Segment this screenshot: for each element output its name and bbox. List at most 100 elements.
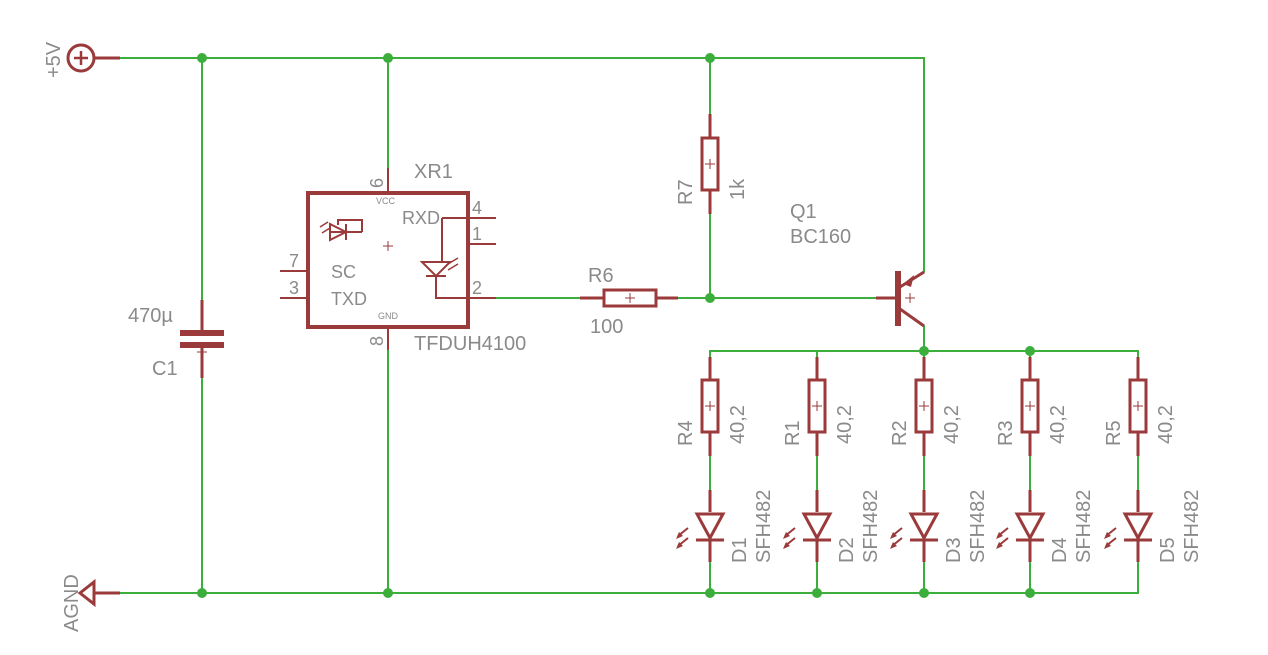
junction-dot [919,346,929,356]
r6-value: 100 [590,316,623,338]
capacitor-c1: 470µ C1 [128,300,224,380]
ic-pin-number: 4 [472,198,482,218]
resistor-body [1128,378,1148,434]
resistor-r1: R1 40,2 [782,357,856,456]
resistor-name: R4 [675,420,697,446]
emission-arrows-icon [783,527,796,549]
ic-pin-gnd-label: GND [378,311,399,321]
c1-value: 470µ [128,305,173,327]
ic-pin-number: 1 [472,224,482,244]
diode-part: SFH482 [1181,490,1203,563]
resistor-value: 40,2 [941,405,963,444]
diode-part: SFH482 [1073,490,1095,563]
ic-pin-number: 6 [367,178,387,188]
resistor-r7: R7 1k [675,114,749,214]
ic-name: XR1 [414,161,453,183]
r6-name: R6 [588,265,614,287]
transistor-q1: Q1 BC160 [790,201,925,328]
diode-part: SFH482 [860,490,882,563]
diode-triangle-icon [1122,512,1154,542]
arrow-head [676,542,683,549]
diode-name: D3 [943,537,965,563]
q1-name: Q1 [790,201,817,223]
junction-dot [705,53,715,63]
ic-pin-number: 7 [289,251,299,271]
c1-name: C1 [152,358,178,380]
resistor-r6: R6 100 [580,265,678,338]
arrow-head [890,532,897,539]
resistor-value: 40,2 [1155,405,1177,444]
arrow-head [996,532,1003,539]
ic-xr1: VCC GND RXD SC TXD 6 4 1 7 3 2 8 XR1 TFD… [280,161,526,355]
junction-dot [383,588,393,598]
junctions [197,53,1035,598]
diode-triangle-icon [801,512,833,542]
r7-value: 1k [727,178,749,200]
emission-arrows-icon [1104,527,1117,549]
resistor-r5: R5 40,2 [1103,357,1177,456]
resistor-value: 40,2 [727,405,749,444]
junction-dot [383,53,393,63]
r7-name: R7 [675,179,697,205]
resistor-name: R3 [995,420,1017,446]
resistor-r2: R2 40,2 [889,357,963,456]
ic-pin-vcc-label: VCC [376,196,396,206]
ic-pin-sc-label: SC [331,262,356,282]
diode-name: D4 [1049,537,1071,563]
resistor-name: R1 [782,420,804,446]
resistor-name: R5 [1103,420,1125,446]
ic-pin-number: 3 [289,278,299,298]
arrow-head [1104,532,1111,539]
ground-label: AGND [61,574,83,632]
junction-dot [705,588,715,598]
diode-name: D1 [729,537,751,563]
vcc-supply-symbol: +5V [43,41,120,78]
arrow-head [783,542,790,549]
resistor-body [1020,378,1040,434]
diode-triangle-icon [1014,512,1046,542]
junction-dot [705,293,715,303]
ic-pin-number: 2 [472,278,482,298]
resistor-body [807,378,827,434]
emission-arrows-icon [996,527,1009,549]
diode-name: D5 [1157,537,1179,563]
junction-dot [1025,346,1035,356]
resistor-value: 40,2 [834,405,856,444]
junction-dot [812,588,822,598]
diode-part: SFH482 [753,490,775,563]
emission-arrows-icon [676,527,689,549]
resistor-body [914,378,934,434]
diode-name: D2 [836,537,858,563]
q1-part: BC160 [790,226,851,248]
diode-triangle-icon [694,512,726,542]
emission-arrows-icon [890,527,903,549]
junction-dot [197,588,207,598]
arrow-head [676,532,683,539]
diode-triangle-icon [908,512,940,542]
arrow-head [783,532,790,539]
resistor-body [700,378,720,434]
vcc-label: +5V [43,41,65,78]
ground-symbol: AGND [61,574,120,632]
ic-emitter-led-icon [319,219,363,242]
ic-part: TFDUH4100 [414,333,526,355]
ic-pin-number: 8 [367,336,387,346]
ic-pin-txd-label: TXD [331,289,367,309]
pnp-arrow-icon [903,275,914,287]
resistor-name: R2 [889,420,911,446]
ic-detector-diode-icon [419,217,468,299]
arrow-head [996,542,1003,549]
diode-part: SFH482 [967,490,989,563]
junction-dot [197,53,207,63]
